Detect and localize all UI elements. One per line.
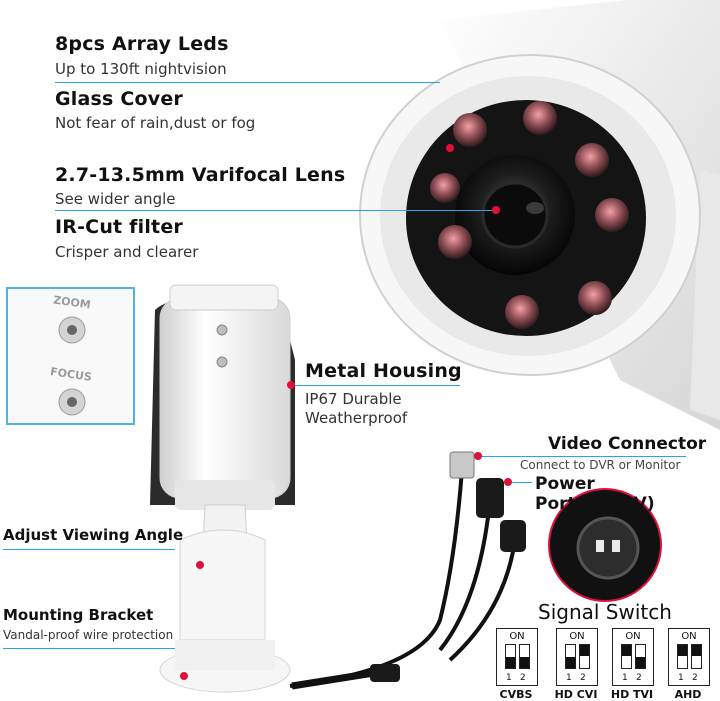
dip-number: 2: [692, 673, 698, 683]
switch-mode-label: HD TVI: [610, 688, 654, 701]
angle-leader: [3, 549, 175, 550]
dip-knob: [506, 657, 515, 668]
housing-title: Metal Housing: [305, 360, 462, 382]
dip-key: [519, 644, 530, 669]
switch-on-label: ON: [681, 631, 697, 642]
video-sub: Connect to DVR or Monitor: [520, 458, 681, 472]
dip-key: [635, 644, 646, 669]
bracket-leader: [3, 648, 175, 649]
dip-knob: [520, 657, 529, 668]
housing-sub2: Weatherproof: [305, 409, 408, 427]
switch-on-label: ON: [625, 631, 641, 642]
dip-knob: [580, 645, 589, 656]
camera-body: [150, 284, 295, 693]
glass-title: Glass Cover: [55, 88, 184, 110]
bracket-sub: Vandal-proof wire protection: [3, 628, 174, 642]
dip-number: 2: [580, 673, 586, 683]
housing-marker: [287, 381, 295, 389]
dip-key: [505, 644, 516, 669]
glass-sub: Not fear of rain,dust or fog: [55, 114, 256, 132]
video-title: Video Connector: [548, 434, 707, 454]
leds-leader: [55, 82, 440, 83]
ircut-title: IR-Cut filter: [55, 216, 183, 238]
leds-marker: [446, 144, 454, 152]
dip-key: [621, 644, 632, 669]
camera-closeup: [359, 0, 720, 430]
switch-on-label: ON: [569, 631, 585, 642]
bracket-marker: [180, 672, 188, 680]
dip-key: [677, 644, 688, 669]
dip-knob: [566, 657, 575, 668]
switch-mode-label: CVBS: [499, 688, 533, 701]
dip-number: 1: [678, 673, 684, 683]
dip-knob: [636, 657, 645, 668]
dip-number: 1: [506, 673, 512, 683]
zoom-focus-inset: [6, 287, 135, 425]
dip-number: 2: [636, 673, 642, 683]
angle-title: Adjust Viewing Angle: [3, 526, 184, 544]
housing-leader: [295, 385, 460, 386]
housing-sub1: IP67 Durable: [305, 390, 402, 408]
dip-number: 2: [520, 673, 526, 683]
power-marker: [504, 478, 512, 486]
dip-number: 1: [566, 673, 572, 683]
power-leader: [510, 482, 532, 483]
dip-knob: [678, 645, 687, 656]
video-marker: [474, 452, 482, 460]
lens-leader: [55, 210, 495, 211]
dip-knob: [692, 645, 701, 656]
leds-title: 8pcs Array Leds: [55, 33, 229, 55]
connectors: [370, 451, 526, 682]
bracket-title: Mounting Bracket: [3, 606, 154, 624]
switch-mode-label: HD CVI: [554, 688, 598, 701]
lens-sub: See wider angle: [55, 190, 176, 208]
cables: [289, 469, 517, 690]
angle-marker: [196, 561, 204, 569]
switch-mode-label: AHD: [674, 688, 702, 701]
dip-knob: [622, 645, 631, 656]
lens-title: 2.7-13.5mm Varifocal Lens: [55, 164, 346, 186]
dip-number: 1: [622, 673, 628, 683]
signal-title: Signal Switch: [538, 600, 672, 624]
leds-sub: Up to 130ft nightvision: [55, 60, 227, 78]
video-leader: [478, 456, 686, 457]
ircut-sub: Crisper and clearer: [55, 243, 199, 261]
dip-key: [565, 644, 576, 669]
power-title: Power Port(DC12V): [535, 474, 655, 514]
lens-marker: [492, 206, 500, 214]
dip-key: [691, 644, 702, 669]
power-port-inset: [548, 488, 662, 602]
dip-key: [579, 644, 590, 669]
switch-on-label: ON: [509, 631, 525, 642]
